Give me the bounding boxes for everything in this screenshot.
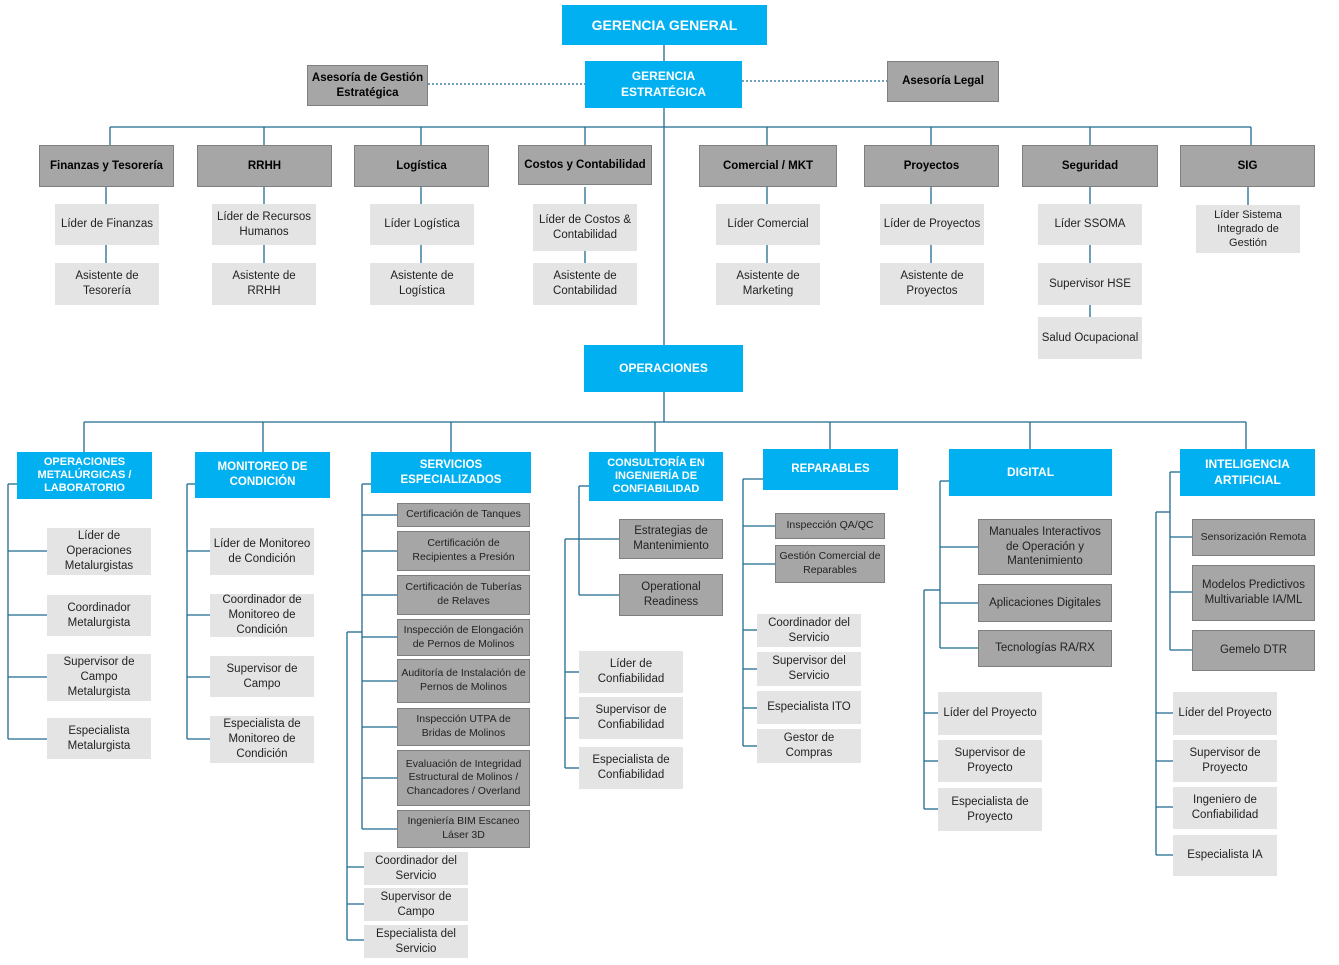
area-proyectos-role: Líder de Proyectos: [880, 204, 984, 245]
area-finanzas-role: Líder de Finanzas: [55, 204, 159, 245]
unit-digital-service: Aplicaciones Digitales: [978, 584, 1112, 622]
area-seguridad-header: Seguridad: [1022, 145, 1158, 187]
unit-servicios-service: Inspección de Elongación de Pernos de Mo…: [397, 619, 530, 656]
unit-ia-service: Modelos Predictivos Multivariable IA/ML: [1192, 565, 1315, 621]
unit-consultoria-header: CONSULTORÍA EN INGENIERÍA DE CONFIABILID…: [589, 452, 723, 501]
unit-monitoreo-role: Especialista de Monitoreo de Condición: [210, 716, 314, 763]
unit-ia-service: Gemelo DTR: [1192, 630, 1315, 671]
unit-servicios-service: Inspección UTPA de Bridas de Molinos: [397, 708, 530, 746]
unit-ia-header: INTELIGENCIA ARTIFICIAL: [1180, 449, 1315, 496]
unit-reparables-service: Gestión Comercial de Reparables: [775, 545, 885, 583]
unit-monitoreo-role: Líder de Monitoreo de Condición: [210, 528, 314, 575]
unit-digital-role: Supervisor de Proyecto: [938, 740, 1042, 782]
unit-ia-service: Sensorización Remota: [1192, 519, 1315, 556]
unit-servicios-service: Certificación de Tuberías de Relaves: [397, 575, 530, 615]
unit-consultoria-role: Líder de Confiabilidad: [579, 651, 683, 693]
unit-servicios-role: Coordinador del Servicio: [364, 852, 468, 885]
unit-consultoria-service: Estrategias de Mantenimiento: [619, 519, 723, 559]
unit-metalurgicas-role: Supervisor de Campo Metalurgista: [47, 654, 151, 701]
unit-consultoria-service: Operational Readiness: [619, 574, 723, 616]
unit-ia-role: Especialista IA: [1173, 835, 1277, 876]
gerencia-estrategica-box: GERENCIA ESTRATÉGICA: [585, 61, 742, 108]
unit-metalurgicas-header: OPERACIONES METALÚRGICAS / LABORATORIO: [17, 452, 152, 499]
area-comercial-role: Líder Comercial: [716, 204, 820, 245]
area-costos-header: Costos y Contabilidad: [518, 145, 652, 185]
asesoria-gestion-box: Asesoría de Gestión Estratégica: [307, 65, 428, 106]
area-comercial-header: Comercial / MKT: [699, 145, 837, 187]
unit-digital-role: Especialista de Proyecto: [938, 788, 1042, 831]
area-finanzas-header: Finanzas y Tesorería: [39, 145, 174, 187]
area-sig-header: SIG: [1180, 145, 1315, 187]
unit-reparables-service: Inspección QA/QC: [775, 513, 885, 539]
area-finanzas-role: Asistente de Tesorería: [55, 263, 159, 305]
unit-servicios-service: Ingeniería BIM Escaneo Láser 3D: [397, 810, 530, 848]
unit-digital-role: Líder del Proyecto: [938, 692, 1042, 735]
area-sig-role: Líder Sistema Integrado de Gestión: [1196, 205, 1300, 253]
unit-servicios-role: Supervisor de Campo: [364, 888, 468, 921]
unit-servicios-service: Evaluación de Integridad Estructural de …: [397, 750, 530, 806]
area-seguridad-role: Líder SSOMA: [1038, 204, 1142, 245]
unit-ia-role: Ingeniero de Confiabilidad: [1173, 787, 1277, 829]
area-logistica-role: Asistente de Logística: [370, 263, 474, 305]
area-logistica-role: Líder Logística: [370, 204, 474, 245]
unit-servicios-role: Especialista del Servicio: [364, 925, 468, 958]
unit-servicios-header: SERVICIOS ESPECIALIZADOS: [371, 452, 531, 493]
area-costos-role: Asistente de Contabilidad: [533, 263, 637, 305]
unit-reparables-role: Supervisor del Servicio: [757, 652, 861, 686]
unit-monitoreo-role: Coordinador de Monitoreo de Condición: [210, 594, 314, 637]
unit-monitoreo-header: MONITOREO DE CONDICIÓN: [195, 452, 330, 498]
unit-servicios-service: Certificación de Tanques: [397, 503, 530, 527]
area-costos-role: Líder de Costos & Contabilidad: [533, 204, 637, 251]
area-comercial-role: Asistente de Marketing: [716, 263, 820, 305]
area-rrhh-role: Asistente de RRHH: [212, 263, 316, 305]
area-rrhh-header: RRHH: [197, 145, 332, 187]
unit-metalurgicas-role: Coordinador Metalurgista: [47, 595, 151, 636]
unit-servicios-service: Certificación de Recipientes a Presión: [397, 531, 530, 571]
area-seguridad-role: Salud Ocupacional: [1038, 317, 1142, 359]
unit-ia-role: Líder del Proyecto: [1173, 692, 1277, 735]
area-logistica-header: Logística: [354, 145, 489, 187]
unit-reparables-role: Coordinador del Servicio: [757, 614, 861, 647]
area-rrhh-role: Líder de Recursos Humanos: [212, 204, 316, 245]
unit-metalurgicas-role: Líder de Operaciones Metalurgistas: [47, 528, 151, 575]
gerencia-general-box: GERENCIA GENERAL: [562, 5, 767, 45]
unit-consultoria-role: Supervisor de Confiabilidad: [579, 697, 683, 739]
area-seguridad-role: Supervisor HSE: [1038, 263, 1142, 305]
unit-metalurgicas-role: Especialista Metalurgista: [47, 718, 151, 759]
unit-consultoria-role: Especialista de Confiabilidad: [579, 747, 683, 789]
unit-ia-role: Supervisor de Proyecto: [1173, 740, 1277, 782]
unit-reparables-role: Especialista ITO: [757, 691, 861, 724]
unit-servicios-service: Auditoría de Instalación de Pernos de Mo…: [397, 659, 530, 703]
unit-monitoreo-role: Supervisor de Campo: [210, 656, 314, 697]
unit-digital-service: Tecnologías RA/RX: [978, 630, 1112, 667]
unit-reparables-role: Gestor de Compras: [757, 729, 861, 763]
unit-digital-service: Manuales Interactivos de Operación y Man…: [978, 519, 1112, 575]
operaciones-box: OPERACIONES: [584, 345, 743, 392]
area-proyectos-role: Asistente de Proyectos: [880, 263, 984, 305]
unit-digital-header: DIGITAL: [949, 449, 1112, 496]
asesoria-legal-box: Asesoría Legal: [887, 61, 999, 102]
area-proyectos-header: Proyectos: [864, 145, 999, 187]
unit-reparables-header: REPARABLES: [763, 449, 898, 490]
